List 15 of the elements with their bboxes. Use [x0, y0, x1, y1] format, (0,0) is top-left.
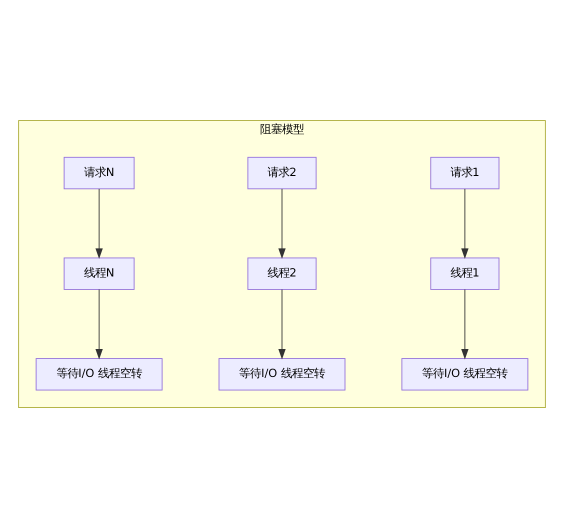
node-box: 线程2	[247, 257, 317, 290]
node-box: 请求2	[247, 156, 317, 190]
node-box: 线程N	[64, 257, 135, 290]
node-box: 等待I/O 线程空转	[36, 358, 163, 390]
arrow	[461, 188, 469, 259]
arrow	[278, 289, 286, 360]
node-box: 请求1	[430, 156, 500, 190]
node-box: 等待I/O 线程空转	[218, 358, 346, 390]
arrow	[95, 289, 103, 360]
arrow	[461, 289, 469, 360]
node-box: 请求N	[64, 156, 135, 190]
node-box: 线程1	[430, 257, 500, 290]
arrow	[95, 188, 103, 259]
node-box: 等待I/O 线程空转	[401, 358, 528, 390]
arrow	[278, 188, 286, 259]
